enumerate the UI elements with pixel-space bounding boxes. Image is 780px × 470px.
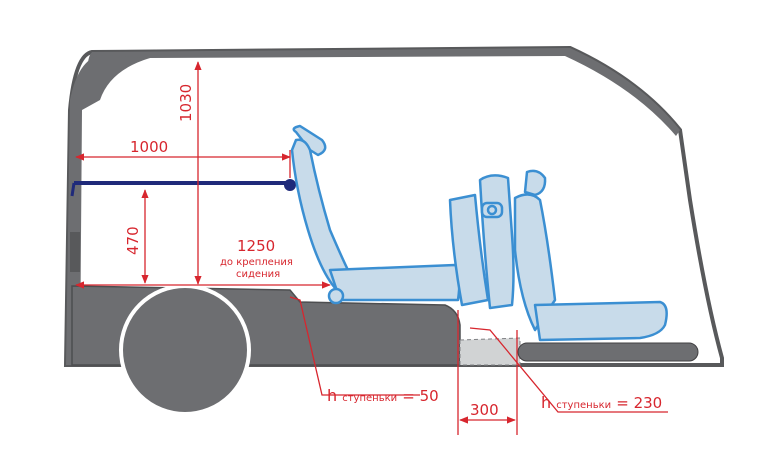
front-seat [513, 169, 668, 342]
label-step-front: h ступеньки = 230 [541, 393, 662, 412]
dimension-lines [75, 61, 668, 435]
step-area [459, 337, 521, 366]
label-step-gap: 300 [470, 401, 499, 419]
label-length-note-1: до крепления [220, 257, 293, 268]
label-length-to-seat: 1250 [237, 237, 275, 255]
label-height-total: 1030 [177, 84, 195, 122]
middle-seat [448, 174, 515, 310]
step-rear-prefix: h [327, 386, 337, 405]
rail-bracket [70, 182, 76, 197]
step-rear-value: = 50 [402, 387, 438, 405]
rear-door-handle [70, 232, 80, 272]
label-rail-height: 470 [124, 226, 142, 255]
label-length-rail: 1000 [130, 138, 168, 156]
rail-end [284, 179, 296, 191]
step-front-value: = 230 [616, 394, 662, 412]
step-rear-sub: ступеньки [342, 393, 397, 404]
label-step-rear: h ступеньки = 50 [327, 386, 439, 405]
front-seat-base [517, 342, 699, 362]
step-front-sub: ступеньки [556, 400, 611, 411]
rear-wheel [119, 284, 251, 416]
roof-panel [87, 48, 680, 136]
label-length-note-2: сидения [236, 269, 280, 280]
step-front-prefix: h [541, 393, 551, 412]
